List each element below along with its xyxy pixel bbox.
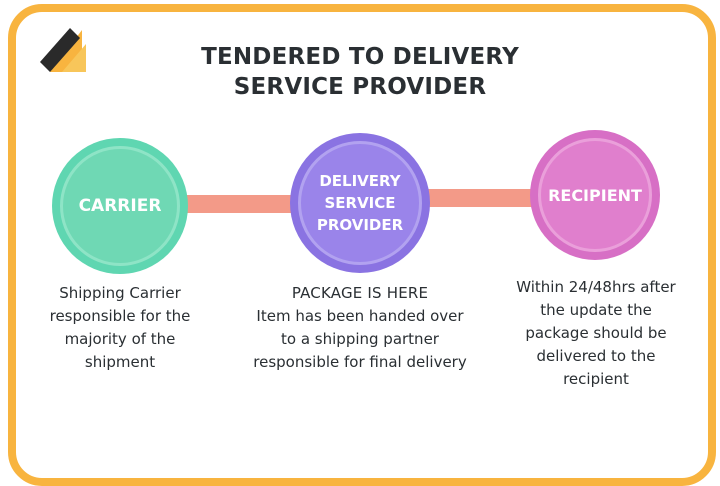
stage-carrier-circle: CARRIER [52,138,188,274]
stage-dsp-circle: DELIVERY SERVICE PROVIDER [290,133,430,273]
connector-dsp-to-recipient [422,189,538,207]
stage-recipient-label: RECIPIENT [548,185,642,205]
stage-dsp-label-line-2: SERVICE [324,194,396,212]
stage-dsp-label-line-1: DELIVERY [319,172,401,190]
stage-dsp-label-line-3: PROVIDER [316,216,404,234]
title-line-1: TENDERED TO DELIVERY [201,44,519,70]
page-title: TENDERED TO DELIVERY SERVICE PROVIDER [110,42,610,102]
stage-dsp-inner-ring [298,141,422,265]
stage-dsp-description-block: PACKAGE IS HERE Item has been handed ove… [250,282,470,374]
stage-recipient-description: Within 24/48hrs after the update the pac… [516,278,676,388]
stage-carrier-description: Shipping Carrier responsible for the maj… [49,284,191,371]
stage-carrier-inner-ring [60,146,180,266]
logo-icon [40,28,86,72]
title-line-2: SERVICE PROVIDER [233,74,487,100]
stage-dsp-description: Item has been handed over to a shipping … [253,307,467,371]
stage-carrier-label: CARRIER [78,196,162,216]
connector-carrier-to-dsp [180,195,298,213]
stage-recipient-circle: RECIPIENT [530,130,660,260]
stage-dsp-heading: PACKAGE IS HERE [291,284,429,302]
stage-dsp-label: DELIVERY SERVICE PROVIDER [317,170,403,236]
stage-recipient-inner-ring [538,138,652,252]
